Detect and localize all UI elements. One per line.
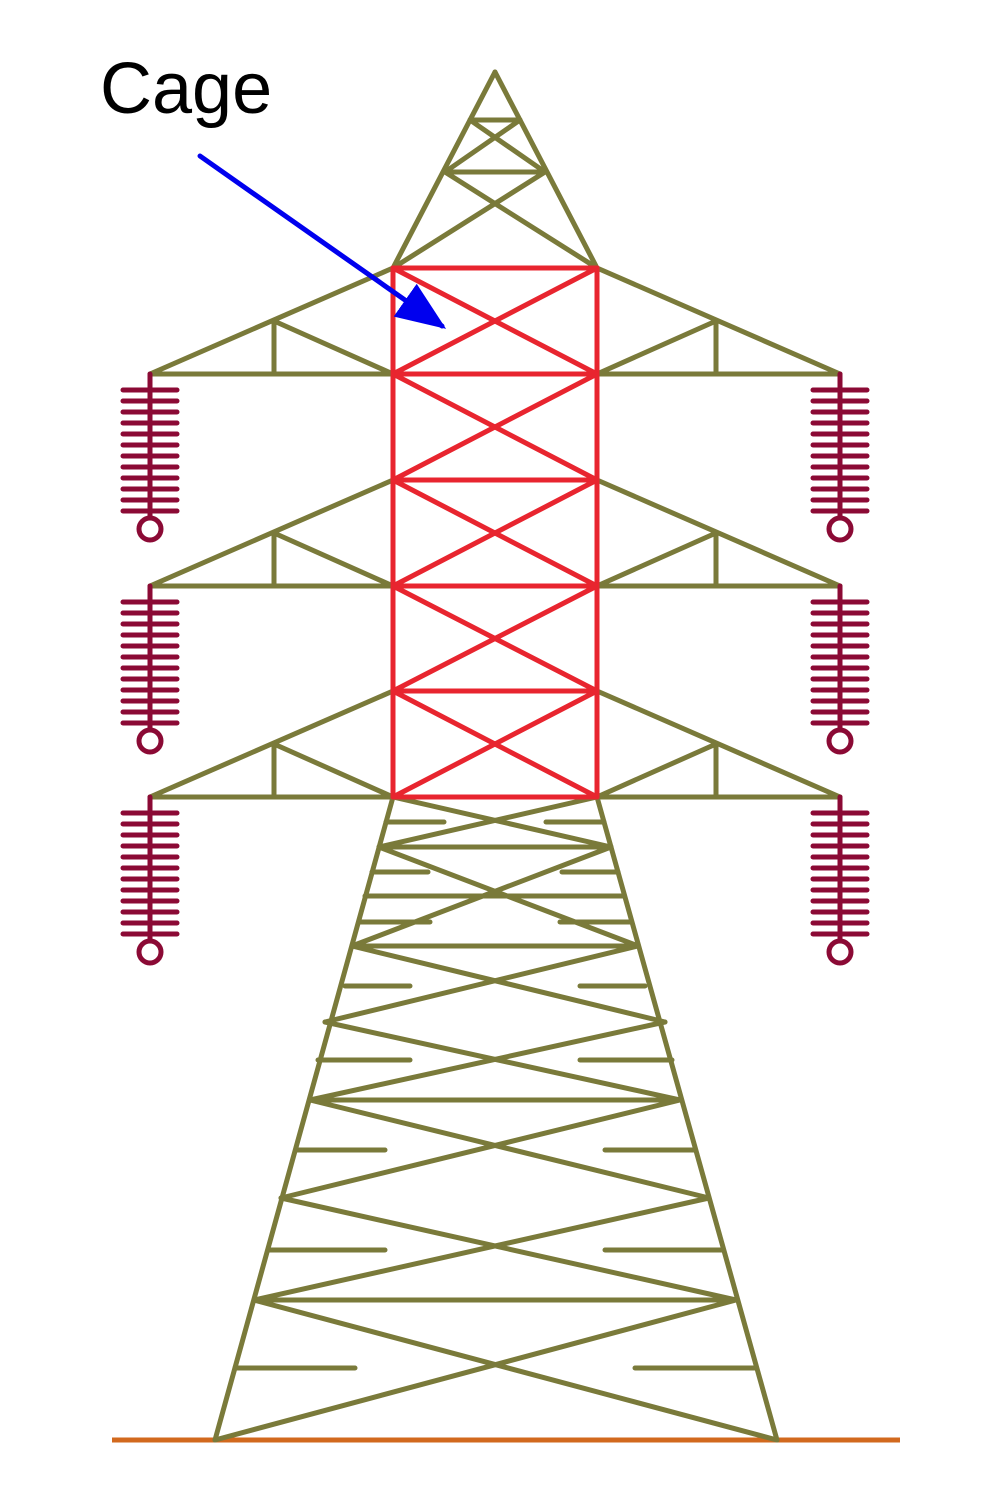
insulator-left-middle [120,583,180,755]
insulator-left-top [120,371,180,543]
left-arm-middle [147,477,396,589]
cage-label: Cage [100,49,272,129]
cage-pointer-arrow [197,153,447,329]
right-arm-bottom [594,688,843,800]
tower-peak [390,69,600,271]
insulator-right-top [810,371,870,543]
left-arm-bottom [147,688,396,800]
right-arm-top [594,265,843,377]
tower-body [212,794,780,1443]
left-arm-top [147,265,396,377]
tower-frame [147,69,843,1443]
cage-section [390,265,600,800]
insulator-right-bottom [810,794,870,966]
right-arm-middle [594,477,843,589]
insulator-left-bottom [120,794,180,966]
insulator-right-middle [810,583,870,755]
insulator-strings [120,371,870,966]
